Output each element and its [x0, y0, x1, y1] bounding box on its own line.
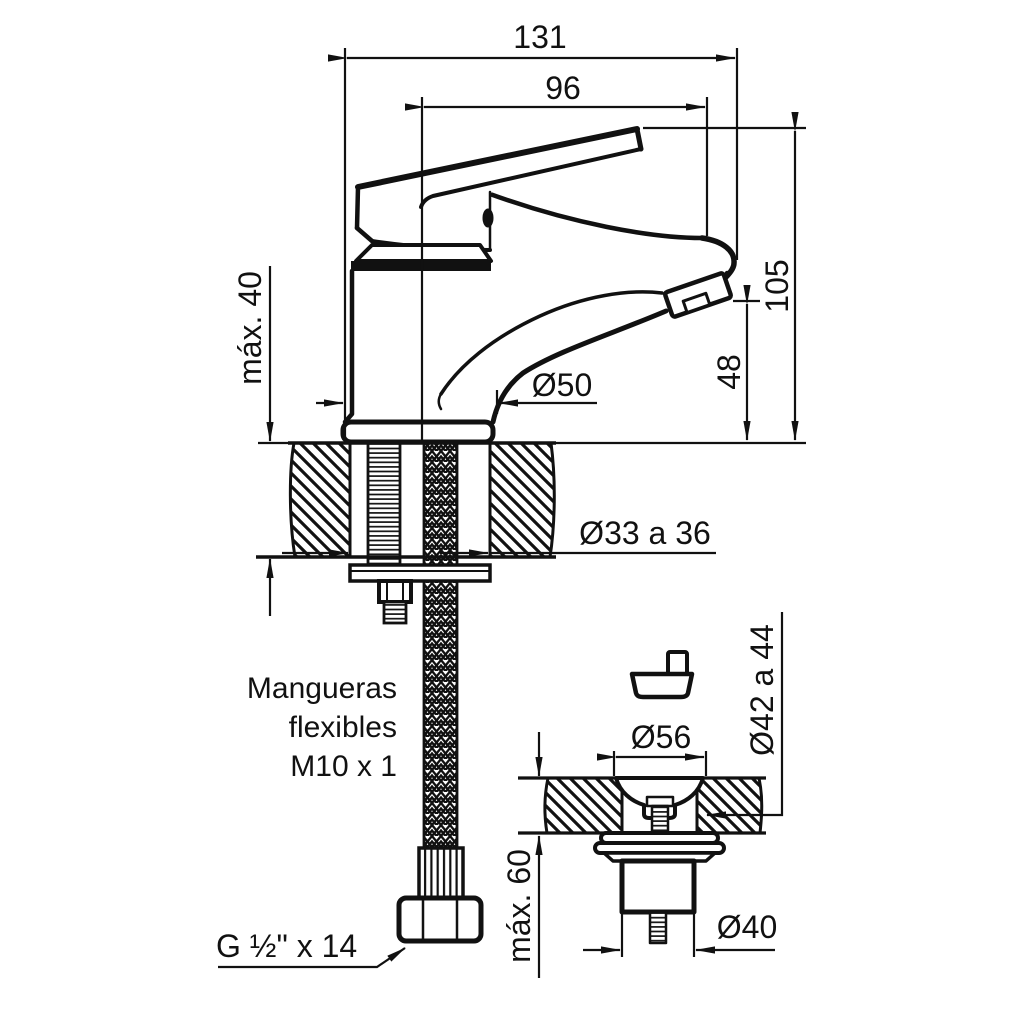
stud-tip [382, 600, 408, 625]
dim-deck-max-label: máx. 40 [232, 271, 268, 385]
spout-fill [489, 194, 735, 421]
spout-nose [699, 235, 737, 280]
sink-hatch-right [695, 776, 764, 835]
mounting-washer [348, 563, 492, 583]
drain-hole-diameter-label: Ø56 [631, 719, 691, 755]
column-fill [345, 271, 489, 421]
flexible-hose [422, 439, 459, 852]
drain-deck-max-label: máx. 60 [501, 849, 537, 963]
hose-ferrule [417, 846, 465, 900]
plug-tab [666, 650, 689, 677]
spout-inner-hook [437, 392, 443, 411]
hex-nut-facets [421, 898, 459, 941]
aerator-notch [681, 291, 712, 315]
lever-back-edge [354, 184, 361, 231]
drain-screw-head [645, 795, 675, 808]
lever-underside [419, 147, 643, 209]
threaded-stud [366, 439, 402, 569]
deck-hatch-right [488, 441, 556, 559]
hose-label-line2: flexibles [289, 711, 397, 744]
mounting-nut [377, 579, 413, 604]
plug-cup [629, 671, 695, 700]
dim-spout-reach-label: 96 [545, 70, 581, 106]
dim-o42-leader [706, 612, 784, 819]
hose-thread-label: G ½" x 14 [216, 928, 357, 964]
sink-hatch-left [543, 776, 624, 835]
faucet-body-group [340, 126, 737, 445]
cartridge-cap [354, 243, 493, 263]
dim-hole-diameter-label: Ø33 a 36 [579, 515, 711, 551]
lever-back-corner [354, 225, 375, 244]
dim-total-width-label: 131 [513, 19, 566, 55]
drain-body-diameter-label: Ø40 [717, 909, 777, 945]
dim-spout-height-label: 48 [711, 354, 747, 390]
spout-top-edge [487, 191, 705, 241]
dimension-texts: 131 96 105 48 máx. 40 Ø50 Ø33 a 36 Mangu… [216, 19, 795, 964]
lever-top-edge [355, 126, 640, 190]
column-left-edge [342, 268, 355, 425]
countertop-section [256, 441, 806, 559]
drain-plug-diameter-label: Ø42 a 44 [744, 624, 780, 756]
lever-fill [357, 129, 641, 250]
lever-tip-step [634, 126, 644, 152]
drain-body [619, 858, 697, 915]
dimension-lines [218, 48, 806, 978]
hose-label-line3: M10 x 1 [290, 750, 397, 783]
dim-total-height-label: 105 [759, 259, 795, 312]
nut-facets [386, 581, 404, 602]
aerator-group [663, 271, 733, 319]
drain-screw [650, 804, 670, 834]
dim-g12-leader [218, 947, 406, 969]
base-flange [340, 419, 496, 445]
deck-hatch-left [288, 441, 352, 559]
hose-hex-nut [396, 895, 484, 944]
spout-inner-contour [439, 290, 664, 396]
lever-button [482, 208, 494, 228]
dim-base-diameter-label: Ø50 [532, 367, 592, 403]
drain-rod [648, 910, 668, 945]
drain-detail-group [518, 650, 766, 945]
mounting-group [348, 439, 492, 944]
hose-label-line1: Mangueras [247, 672, 397, 705]
